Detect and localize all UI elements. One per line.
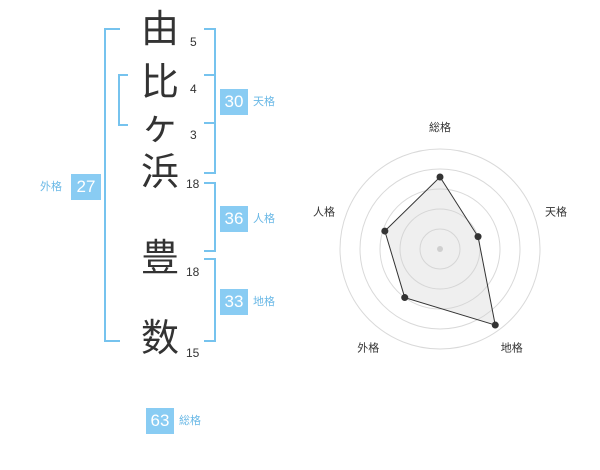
radar-ring bbox=[359, 168, 521, 330]
tenkaku-mid-tick bbox=[204, 74, 214, 76]
name-char-4: 浜 bbox=[140, 150, 179, 194]
radar-axis-label-4: 外格 bbox=[357, 341, 379, 355]
radar-area bbox=[384, 176, 496, 326]
name-char-6: 数 bbox=[140, 316, 179, 360]
tenkaku-label: 天格 bbox=[253, 95, 275, 108]
jinkaku-label: 人格 bbox=[253, 212, 275, 225]
radar-ring bbox=[419, 228, 461, 270]
stroke-count-4: 18 bbox=[186, 177, 200, 191]
stroke-count-5: 18 bbox=[186, 265, 200, 279]
tenkaku-bracket bbox=[204, 28, 216, 174]
radar-point-1 bbox=[436, 173, 444, 181]
radar-ring bbox=[379, 188, 501, 310]
name-char-3: ヶ bbox=[140, 104, 179, 148]
chikaku-badge: 33 bbox=[220, 289, 248, 315]
stroke-count-2: 4 bbox=[190, 82, 197, 96]
stroke-count-3: 3 bbox=[190, 128, 197, 142]
gaikaku-badge: 27 bbox=[71, 174, 101, 200]
radar-axis-label-1: 総格 bbox=[429, 120, 451, 134]
stroke-count-6: 15 bbox=[186, 346, 200, 360]
radar-axis-label-2: 天格 bbox=[545, 204, 567, 218]
soukaku-label: 総格 bbox=[179, 414, 201, 427]
radar-axis-label-5: 人格 bbox=[313, 204, 335, 218]
radar-axis-label-3: 地格 bbox=[501, 341, 523, 355]
radar-ring bbox=[339, 148, 541, 350]
tenkaku-badge: 30 bbox=[220, 89, 248, 115]
jinkaku-badge: 36 bbox=[220, 206, 248, 232]
gaikaku-label: 外格 bbox=[40, 180, 62, 193]
stroke-count-1: 5 bbox=[190, 35, 197, 49]
jinkaku-bracket bbox=[204, 182, 216, 252]
radar-point-5 bbox=[381, 227, 389, 235]
radar-ring bbox=[399, 208, 481, 290]
sei-bracket bbox=[118, 74, 128, 126]
name-char-1: 由 bbox=[140, 7, 179, 51]
name-char-5: 豊 bbox=[140, 236, 179, 280]
chikaku-bracket bbox=[204, 258, 216, 342]
radar-point-2 bbox=[474, 233, 482, 241]
radar-point-4 bbox=[401, 294, 409, 302]
tenkaku-mid-tick-2 bbox=[204, 122, 214, 124]
chikaku-label: 地格 bbox=[253, 295, 275, 308]
name-char-2: 比 bbox=[140, 60, 179, 104]
radar-point-3 bbox=[491, 321, 499, 329]
radar-center-dot bbox=[437, 246, 443, 252]
gaikaku-bracket bbox=[104, 28, 120, 342]
soukaku-badge: 63 bbox=[146, 408, 174, 434]
